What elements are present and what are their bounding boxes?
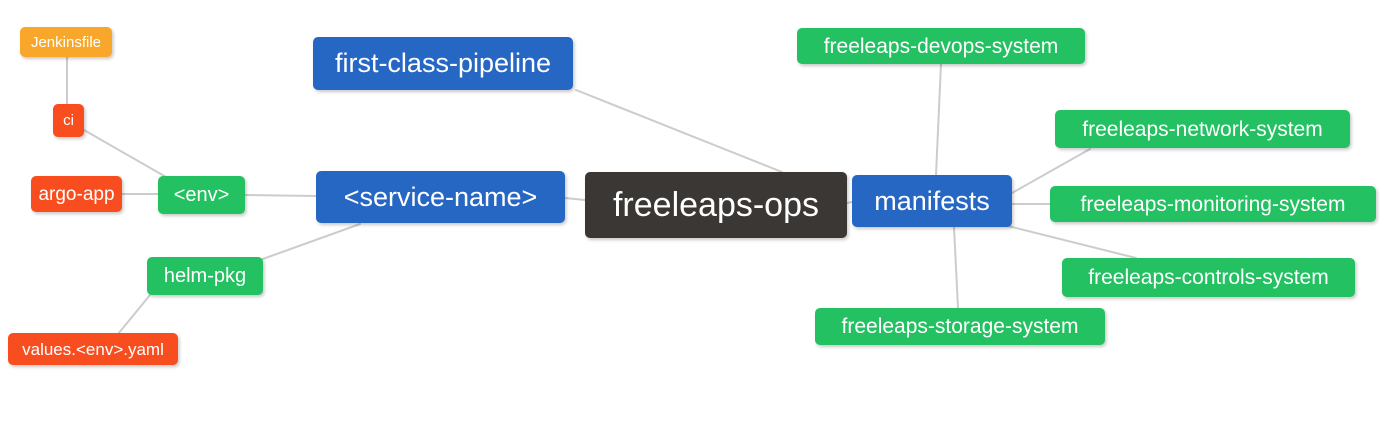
mindmap-node-freeleaps-network-system[interactable]: freeleaps-network-system [1055,110,1350,148]
edge-ci-to-env [83,129,167,178]
mindmap-node-first-class-pipeline[interactable]: first-class-pipeline [313,37,573,90]
mindmap-node-freeleaps-storage-system[interactable]: freeleaps-storage-system [815,308,1105,345]
edge-manifests-to-freeleaps-controls-system [1007,225,1137,259]
edge-manifests-to-freeleaps-storage-system [953,226,959,309]
mindmap-node-values-env-yaml[interactable]: values.<env>.yaml [8,333,178,365]
mindmap-node-env[interactable]: <env> [158,176,245,214]
edge-first-class-pipeline-to-freeleaps-ops [575,89,783,173]
edge-manifests-to-freeleaps-network-system [1011,148,1091,194]
edge-service-name-to-helm-pkg [259,223,361,261]
mindmap-node-ci[interactable]: ci [53,104,84,137]
mindmap-node-freeleaps-monitoring-system[interactable]: freeleaps-monitoring-system [1050,186,1376,222]
mindmap-node-helm-pkg[interactable]: helm-pkg [147,257,263,295]
edge-manifests-to-freeleaps-devops-system [935,63,942,176]
mindmap-node-service-name[interactable]: <service-name> [316,171,565,223]
edge-env-to-service-name [244,194,317,197]
mindmap-node-argo-app[interactable]: argo-app [31,176,122,212]
mindmap-node-freeleaps-controls-system[interactable]: freeleaps-controls-system [1062,258,1355,297]
mindmap-node-freeleaps-ops[interactable]: freeleaps-ops [585,172,847,238]
edge-service-name-to-freeleaps-ops [564,197,586,201]
mindmap-node-manifests[interactable]: manifests [852,175,1012,227]
edge-helm-pkg-to-values-env-yaml [117,294,151,335]
edge-freeleaps-ops-to-manifests [846,201,853,204]
mindmap-node-jenkinsfile[interactable]: Jenkinsfile [20,27,112,57]
mindmap-node-freeleaps-devops-system[interactable]: freeleaps-devops-system [797,28,1085,64]
